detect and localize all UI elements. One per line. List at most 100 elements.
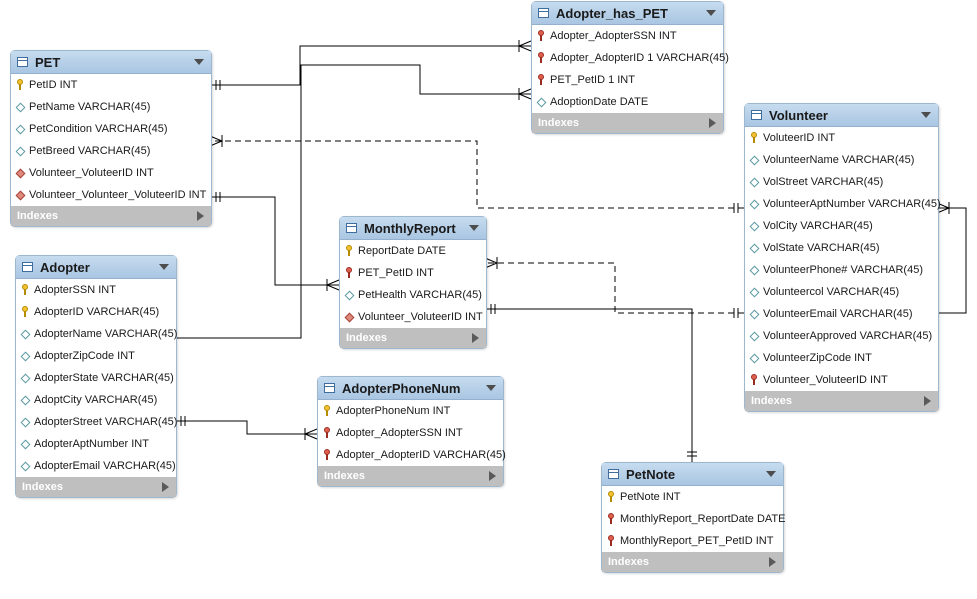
table-header[interactable]: Adopter_has_PET xyxy=(532,2,723,25)
column-diamond-icon xyxy=(749,308,759,320)
expand-arrow-icon[interactable] xyxy=(924,396,931,406)
column-row[interactable]: AdoptCity VARCHAR(45) xyxy=(16,389,176,411)
column-row[interactable]: Volunteer_VoluteerID INT xyxy=(340,306,486,328)
indexes-bar[interactable]: Indexes xyxy=(602,552,783,572)
rel-pet-adopter-has-pet xyxy=(210,45,531,86)
column-row[interactable]: PetNote INT xyxy=(602,486,783,508)
table-header[interactable]: MonthlyReport xyxy=(340,217,486,240)
column-diamond-icon xyxy=(20,328,30,340)
foreign-column-diamond-icon xyxy=(344,311,354,323)
primary-key-icon xyxy=(606,491,616,503)
expand-arrow-icon[interactable] xyxy=(769,557,776,567)
column-row[interactable]: AdopterState VARCHAR(45) xyxy=(16,367,176,389)
column-row[interactable]: AdopterSSN INT xyxy=(16,279,176,301)
column-row[interactable]: AdoptionDate DATE xyxy=(532,91,723,113)
column-row[interactable]: PET_PetID INT xyxy=(340,262,486,284)
column-row[interactable]: AdopterEmail VARCHAR(45) xyxy=(16,455,176,477)
table-pet[interactable]: PET PetID INT PetName VARCHAR(45) PetCon… xyxy=(10,50,212,227)
column-row[interactable]: Volunteer_VoluteerID INT xyxy=(745,369,938,391)
column-row[interactable]: MonthlyReport_ReportDate DATE xyxy=(602,508,785,530)
column-row[interactable]: Adopter_AdopterID VARCHAR(45) xyxy=(318,444,506,466)
column-row[interactable]: AdopterStreet VARCHAR(45) xyxy=(16,411,177,433)
column-row[interactable]: Adopter_AdopterID 1 VARCHAR(45) xyxy=(532,47,729,69)
indexes-bar[interactable]: Indexes xyxy=(532,113,723,133)
table-header[interactable]: Volunteer xyxy=(745,104,938,127)
column-row[interactable]: VolCity VARCHAR(45) xyxy=(745,215,938,237)
indexes-bar[interactable]: Indexes xyxy=(340,328,486,348)
chevron-down-icon[interactable] xyxy=(469,225,479,231)
column-row[interactable]: PetName VARCHAR(45) xyxy=(11,96,211,118)
table-monthly-report[interactable]: MonthlyReport ReportDate DATE PET_PetID … xyxy=(339,216,487,349)
column-row[interactable]: AdopterPhoneNum INT xyxy=(318,400,503,422)
column-row[interactable]: VolunteerEmail VARCHAR(45) xyxy=(745,303,938,325)
column-row[interactable]: Volunteercol VARCHAR(45) xyxy=(745,281,938,303)
expand-arrow-icon[interactable] xyxy=(709,118,716,128)
indexes-bar[interactable]: Indexes xyxy=(745,391,938,411)
column-row[interactable]: PetBreed VARCHAR(45) xyxy=(11,140,211,162)
column-row[interactable]: PetID INT xyxy=(11,74,211,96)
chevron-down-icon[interactable] xyxy=(921,112,931,118)
crowfoot-marker xyxy=(484,257,499,269)
column-row[interactable]: AdopterZipCode INT xyxy=(16,345,176,367)
column-row[interactable]: VolStreet VARCHAR(45) xyxy=(745,171,938,193)
table-volunteer[interactable]: Volunteer VoluteerID INT VolunteerName V… xyxy=(744,103,941,412)
chevron-down-icon[interactable] xyxy=(159,264,169,270)
column-row[interactable]: MonthlyReport_PET_PetID INT xyxy=(602,530,783,552)
chevron-down-icon[interactable] xyxy=(486,385,496,391)
table-header[interactable]: Adopter xyxy=(16,256,176,279)
column-label: VolunteerEmail VARCHAR(45) xyxy=(763,308,913,320)
column-label: AdopterID VARCHAR(45) xyxy=(34,306,160,318)
table-icon xyxy=(17,57,28,67)
column-row[interactable]: VolunteerName VARCHAR(45) xyxy=(745,149,938,171)
expand-arrow-icon[interactable] xyxy=(197,211,204,221)
indexes-label: Indexes xyxy=(538,117,579,129)
indexes-label: Indexes xyxy=(346,332,387,344)
column-row[interactable]: Adopter_AdopterSSN INT xyxy=(318,422,503,444)
indexes-bar[interactable]: Indexes xyxy=(11,206,211,226)
expand-arrow-icon[interactable] xyxy=(472,333,479,343)
column-row[interactable]: VolunteerAptNumber VARCHAR(45) xyxy=(745,193,941,215)
column-row[interactable]: VolunteerPhone# VARCHAR(45) xyxy=(745,259,938,281)
column-diamond-icon xyxy=(749,286,759,298)
crowfoot-marker xyxy=(936,202,951,214)
column-label: Volunteer_VoluteerID INT xyxy=(763,374,888,386)
column-label: VoluteerID INT xyxy=(763,132,836,144)
rel-volunteer-monthly-report xyxy=(485,262,744,314)
foreign-column-diamond-icon xyxy=(15,167,25,179)
column-row[interactable]: PetHealth VARCHAR(45) xyxy=(340,284,486,306)
table-adopter-phone-num[interactable]: AdopterPhoneNum AdopterPhoneNum INT Adop… xyxy=(317,376,506,487)
column-label: VolunteerPhone# VARCHAR(45) xyxy=(763,264,923,276)
column-label: VolunteerName VARCHAR(45) xyxy=(763,154,915,166)
column-row[interactable]: PET_PetID 1 INT xyxy=(532,69,723,91)
chevron-down-icon[interactable] xyxy=(766,471,776,477)
column-row[interactable]: Adopter_AdopterSSN INT xyxy=(532,25,723,47)
table-pet-note[interactable]: PetNote PetNote INT MonthlyReport_Report… xyxy=(601,462,785,573)
table-adopter-has-pet[interactable]: Adopter_has_PET Adopter_AdopterSSN INT A… xyxy=(531,1,729,134)
crowfoot-marker xyxy=(325,279,340,291)
table-adopter[interactable]: Adopter AdopterSSN INT AdopterID VARCHAR… xyxy=(15,255,177,498)
column-row[interactable]: AdopterName VARCHAR(45) xyxy=(16,323,177,345)
column-label: PET_PetID 1 INT xyxy=(550,74,635,86)
expand-arrow-icon[interactable] xyxy=(162,482,169,492)
column-row[interactable]: PetCondition VARCHAR(45) xyxy=(11,118,211,140)
column-row[interactable]: ReportDate DATE xyxy=(340,240,486,262)
column-row[interactable]: AdopterID VARCHAR(45) xyxy=(16,301,176,323)
column-row[interactable]: AdopterAptNumber INT xyxy=(16,433,176,455)
chevron-down-icon[interactable] xyxy=(194,59,204,65)
column-label: AdopterZipCode INT xyxy=(34,350,135,362)
column-label: AdopterSSN INT xyxy=(34,284,116,296)
column-row[interactable]: Volunteer_Volunteer_VoluteerID INT xyxy=(11,184,211,206)
table-header[interactable]: AdopterPhoneNum xyxy=(318,377,503,400)
column-diamond-icon xyxy=(20,438,30,450)
indexes-bar[interactable]: Indexes xyxy=(318,466,503,486)
column-row[interactable]: VoluteerID INT xyxy=(745,127,938,149)
column-row[interactable]: VolState VARCHAR(45) xyxy=(745,237,938,259)
expand-arrow-icon[interactable] xyxy=(489,471,496,481)
table-header[interactable]: PET xyxy=(11,51,211,74)
column-row[interactable]: Volunteer_VoluteerID INT xyxy=(11,162,211,184)
table-header[interactable]: PetNote xyxy=(602,463,783,486)
column-row[interactable]: VolunteerZipCode INT xyxy=(745,347,938,369)
column-row[interactable]: VolunteerApproved VARCHAR(45) xyxy=(745,325,938,347)
chevron-down-icon[interactable] xyxy=(706,10,716,16)
indexes-bar[interactable]: Indexes xyxy=(16,477,176,497)
